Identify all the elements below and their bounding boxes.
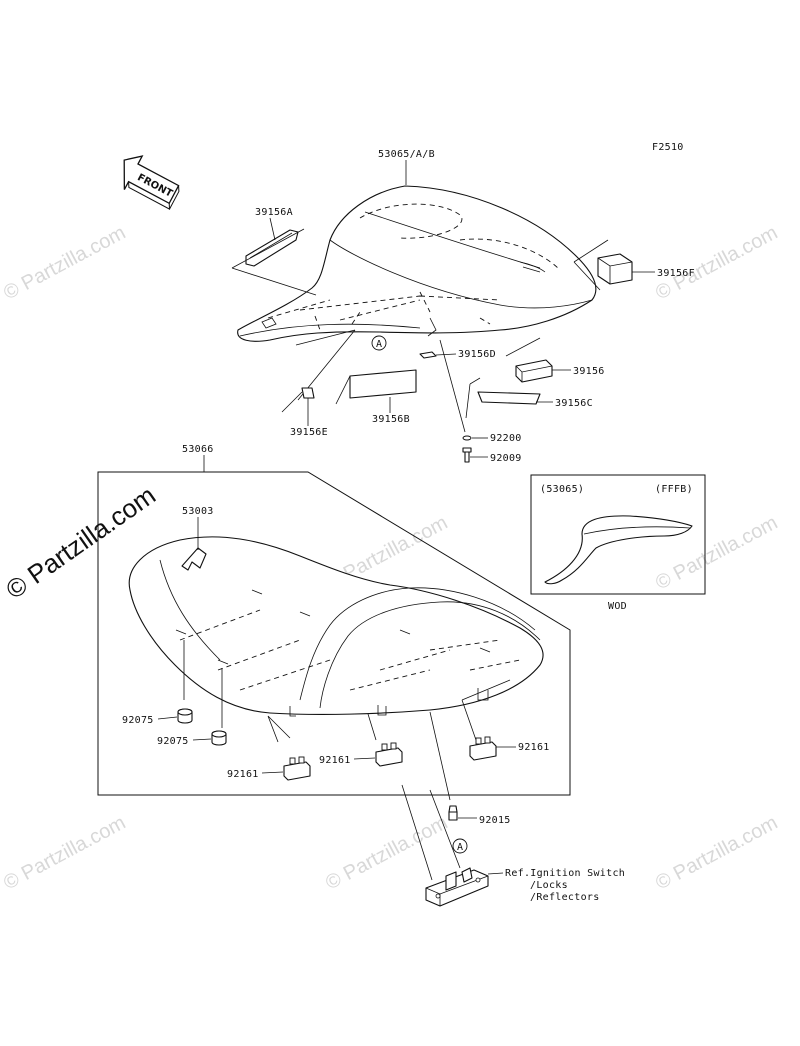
label-92075-b: 92075 <box>157 736 189 747</box>
damper-39156f-drawing <box>573 239 633 291</box>
label-92075-a: 92075 <box>122 715 154 726</box>
bolt-92009-drawing <box>462 447 472 463</box>
label-39156c: 39156C <box>555 398 593 409</box>
label-92015: 92015 <box>479 815 511 826</box>
inset-box <box>530 474 706 595</box>
label-53066: 53066 <box>182 444 214 455</box>
inset-caption: WOD <box>608 601 627 612</box>
collar-92200-drawing <box>462 435 472 441</box>
damper-92161-left-drawing <box>283 756 311 781</box>
ref-note-line-3: /Reflectors <box>530 892 600 903</box>
watermark-text: © Partzilla.com <box>0 812 129 895</box>
damper-92075-a-drawing <box>177 708 193 724</box>
ref-note-line-2: /Locks <box>530 880 568 891</box>
label-53003: 53003 <box>182 506 214 517</box>
ref-marker-a-lower: A <box>452 838 468 854</box>
label-39156: 39156 <box>573 366 605 377</box>
label-39156a: 39156A <box>255 207 293 218</box>
damper-92161-mid-drawing <box>375 742 403 767</box>
watermark-text: © Partzilla.com <box>0 222 129 305</box>
watermark-text: © Partzilla.com <box>652 222 781 305</box>
bolt-92015-drawing <box>448 805 458 821</box>
inset-cowl-drawing <box>544 515 693 585</box>
damper-92075-b-drawing <box>211 730 227 746</box>
label-39156e: 39156E <box>290 427 328 438</box>
label-53065-a-b: 53065/A/B <box>378 149 435 160</box>
front-arrow-icon: FRONT <box>123 155 180 210</box>
damper-39156-drawing <box>505 337 553 383</box>
watermark-text: © Partzilla.com <box>322 812 451 895</box>
label-39156b: 39156B <box>372 414 410 425</box>
damper-39156e-drawing <box>281 387 315 413</box>
label-92200: 92200 <box>490 433 522 444</box>
figure-code: F2510 <box>652 142 684 153</box>
damper-92161-right-drawing <box>469 736 497 761</box>
label-92161-mid: 92161 <box>319 755 351 766</box>
damper-39156a-drawing <box>231 228 317 296</box>
label-39156d: 39156D <box>458 349 496 360</box>
label-92161-right: 92161 <box>518 742 550 753</box>
label-92009: 92009 <box>490 453 522 464</box>
ref-note-line-1: Ref.Ignition Switch <box>505 868 625 879</box>
damper-39156c-drawing <box>465 377 541 419</box>
damper-39156d-drawing <box>419 317 437 359</box>
damper-39156b-drawing <box>335 369 417 405</box>
ref-marker-label: A <box>457 842 463 853</box>
rear-seat-drawing <box>237 185 597 342</box>
label-92161-left: 92161 <box>227 769 259 780</box>
front-seat-drawing <box>128 536 544 801</box>
lock-bracket-drawing <box>425 867 489 907</box>
label-39156f: 39156F <box>657 268 695 279</box>
ref-marker-label: A <box>376 339 382 350</box>
ref-marker-a-upper: A <box>371 335 387 351</box>
inset-color-code: (FFFB) <box>655 484 693 495</box>
inset-part-ref: (53065) <box>540 484 584 495</box>
front-seat-group-box <box>97 471 571 796</box>
watermark-text: © Partzilla.com <box>652 812 781 895</box>
